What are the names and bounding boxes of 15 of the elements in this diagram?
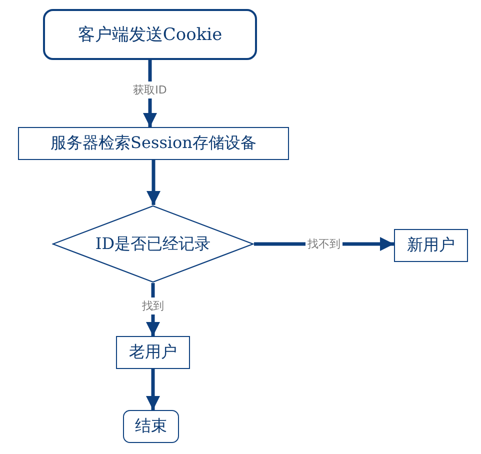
edge-label: 找到 — [140, 297, 166, 314]
node-text: 新用户 — [407, 235, 455, 256]
start-box — [43, 9, 257, 60]
process-box — [394, 229, 468, 262]
node-text: 结束 — [135, 416, 167, 437]
edge-label: 获取ID — [131, 81, 169, 98]
node-text: 客户端发送Cookie — [78, 24, 222, 46]
node-text: 老用户 — [129, 342, 177, 363]
node-text: 服务器检索Session存储设备 — [50, 133, 256, 154]
end-box — [123, 410, 179, 443]
process-box — [18, 127, 289, 160]
node-text: ID是否已经记录 — [95, 234, 211, 254]
process-box — [116, 336, 190, 369]
arrow — [146, 369, 160, 410]
arrow — [146, 160, 160, 205]
